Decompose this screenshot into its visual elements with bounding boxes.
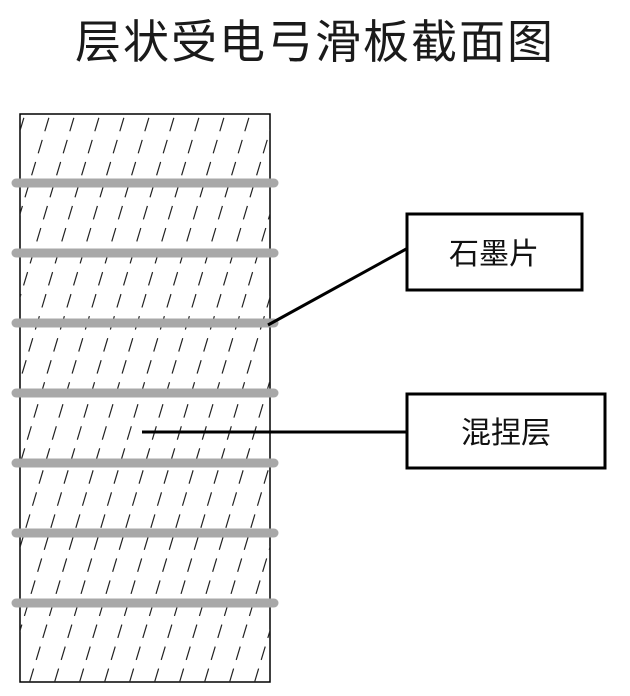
slide-body-rect [20,114,270,682]
mixed-layer-callout: 混捏层 [407,394,605,468]
hatch-line [255,114,425,682]
graphite-callout: 石墨片 [407,214,582,290]
graphite-leader-line [268,248,408,325]
mixed-layer-label: 混捏层 [461,416,551,451]
graphite-label: 石墨片 [449,237,539,272]
